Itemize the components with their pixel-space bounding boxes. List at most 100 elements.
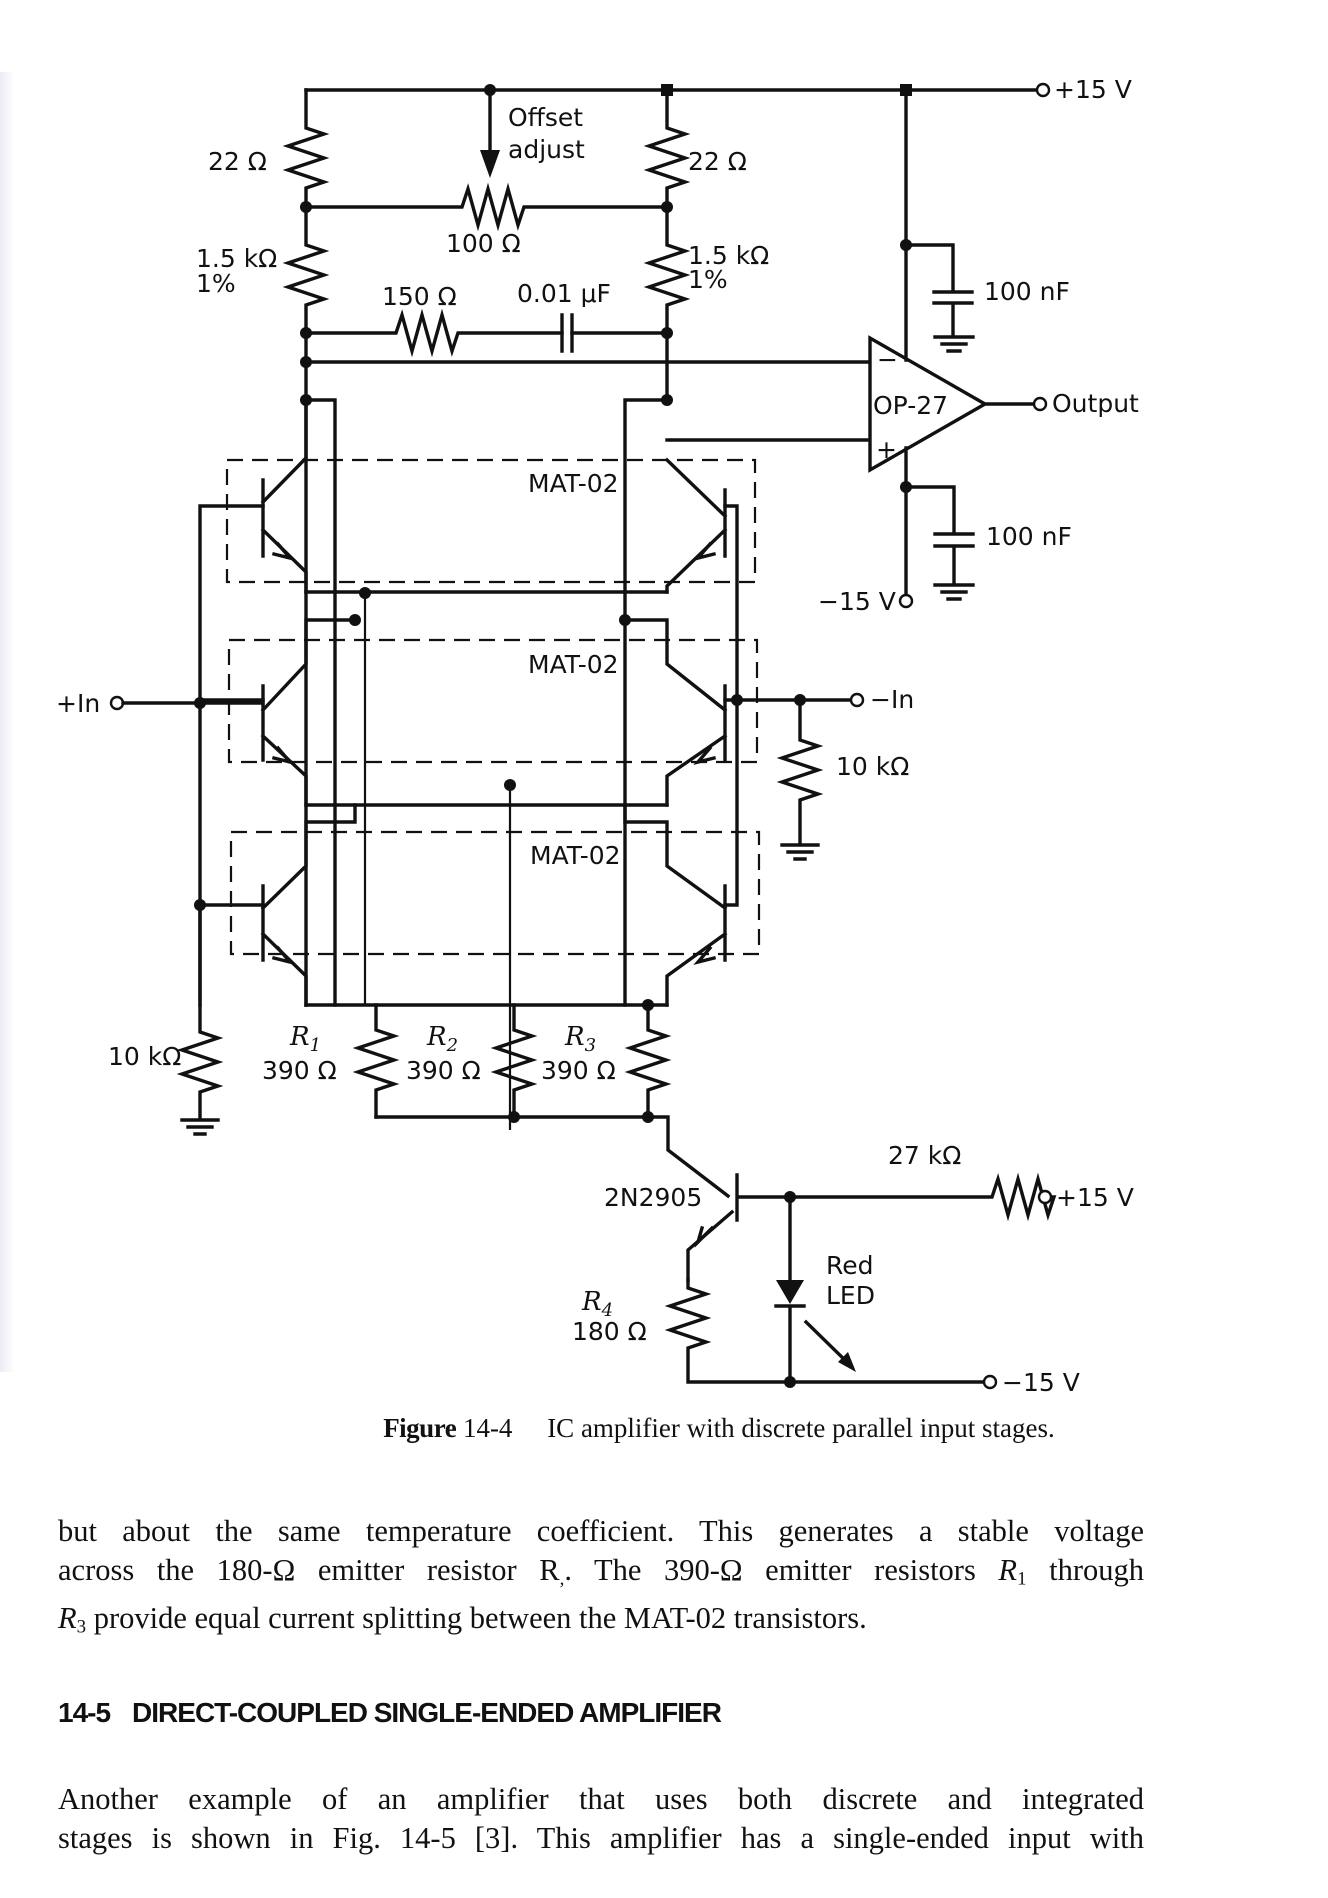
paragraph-2-line-2: stages is shown in Fig. 14-5 [3]. This a…	[58, 1821, 1144, 1855]
figure-caption: Figure 14-4 IC amplifier with discrete p…	[0, 1413, 1328, 1444]
label-r-bias: 27 kΩ	[888, 1141, 961, 1170]
label-r4-name: R4	[581, 1287, 613, 1321]
label-r-in-left: 10 kΩ	[108, 1042, 181, 1071]
paragraph-2-line-1: Another example of an amplifier that use…	[58, 1782, 1144, 1816]
wiper-arrow-icon	[480, 150, 500, 178]
label-r-mid-right: 1.5 kΩ	[688, 241, 769, 270]
label-c-bypass-bottom: 100 nF	[986, 522, 1072, 551]
label-c-bypass-top: 100 nF	[984, 277, 1070, 306]
text-sub: 3	[76, 1616, 87, 1638]
junction-dot	[300, 327, 312, 339]
junction-dot	[661, 394, 673, 406]
junction-dot	[784, 1376, 796, 1388]
label-opamp-minus: −	[877, 345, 898, 374]
resistor-r1	[352, 1003, 400, 1119]
transistor-pair-2-left	[198, 618, 357, 807]
label-r-mid-right-tol: 1%	[688, 265, 728, 294]
terminal-vpos-top	[1035, 82, 1051, 98]
resistor-r3	[624, 1003, 672, 1119]
paragraph-1-line-3: R3 provide equal current splitting betwe…	[58, 1599, 1144, 1647]
junction-dot	[661, 201, 673, 213]
section-title: DIRECT-COUPLED SINGLE-ENDED AMPLIFIER	[132, 1697, 722, 1728]
wire-r-common	[374, 1115, 731, 1199]
label-r-top-right: 22 Ω	[688, 147, 747, 176]
var-r1: R	[998, 1553, 1018, 1587]
label-offset: Offset	[508, 103, 583, 132]
terminal-output	[1032, 396, 1048, 412]
transistor-pair-1-left	[198, 398, 308, 1007]
paragraph-1-line-2: across the 180-Ω emitter resistor R,. Th…	[58, 1551, 1144, 1599]
wire-right-collector-top	[623, 398, 669, 1007]
wire-bypass-bottom	[904, 485, 975, 601]
resistor-10k-right	[776, 698, 824, 861]
label-opamp: OP-27	[873, 391, 948, 420]
text-span: provide equal current splitting between …	[86, 1600, 867, 1635]
label-r1-value: 390 Ω	[262, 1056, 337, 1085]
junction-dot	[661, 327, 673, 339]
transistor-pair-3-left	[198, 803, 357, 1007]
mat02-package-2	[227, 638, 759, 764]
label-c-comp: 0.01 μF	[517, 279, 611, 308]
label-r-mid-left: 1.5 kΩ	[196, 244, 277, 273]
led-cathode	[774, 1304, 806, 1384]
junction-dot	[300, 356, 312, 368]
label-opamp-plus: +	[876, 435, 897, 464]
label-transistor: 2N2905	[604, 1183, 702, 1212]
label-r4-value: 180 Ω	[572, 1317, 647, 1346]
resistor-10k-left	[176, 903, 224, 1136]
text-span: across the 180-Ω emitter resistor R	[58, 1553, 560, 1587]
label-led-2: LED	[826, 1281, 875, 1310]
terminal-in-plus	[109, 695, 125, 711]
potentiometer-100-ohm	[304, 182, 669, 232]
junction-dot	[349, 614, 361, 626]
junction-dot	[900, 481, 912, 493]
transistor-pair-3-right	[623, 698, 739, 1007]
paragraph-1: but about the same temperature coefficie…	[58, 1512, 1144, 1646]
opamp-op27	[868, 335, 989, 473]
resistor-r2	[490, 1003, 538, 1119]
capacitor-0-01uF	[560, 313, 574, 353]
label-pot-value: 100 Ω	[446, 229, 521, 258]
mat02-package-3	[229, 830, 761, 956]
terminal-in-minus	[849, 692, 865, 708]
text-sub: ,	[559, 1568, 565, 1590]
junction-dot	[619, 614, 631, 626]
label-r-top-left: 22 Ω	[208, 147, 267, 176]
label-adjust: adjust	[508, 135, 585, 164]
label-vpos-top: +15 V	[1054, 75, 1132, 104]
wire-left-collector-top	[304, 398, 337, 1007]
led-diode-icon	[776, 1280, 804, 1304]
label-r3-value: 390 Ω	[541, 1056, 616, 1085]
label-vneg-opamp: −15 V	[818, 587, 896, 616]
label-in-minus: −In	[870, 685, 914, 714]
terminal-vpos-bias	[1037, 1189, 1053, 1205]
text-sub: 1	[1017, 1568, 1027, 1590]
figure-number: 14-4	[462, 1413, 513, 1443]
label-mat02-1: MAT-02	[528, 469, 619, 498]
label-r1-name: R1	[289, 1022, 321, 1056]
label-r2-value: 390 Ω	[406, 1056, 481, 1085]
label-output: Output	[1052, 389, 1139, 418]
section-number: 14-5	[58, 1697, 111, 1728]
junction-dot	[194, 697, 206, 709]
label-mat02-3: MAT-02	[530, 841, 621, 870]
wire-compensation	[304, 308, 669, 358]
label-in-plus: +In	[56, 689, 100, 718]
mat02-package-1	[225, 458, 757, 584]
junction-dot	[508, 1111, 520, 1123]
label-vneg-bottom: −15 V	[1002, 1368, 1080, 1397]
terminal-vneg-bottom	[982, 1374, 998, 1390]
label-r3-name: R3	[564, 1022, 596, 1056]
label-r2-name: R2	[426, 1022, 458, 1056]
transistor-2n2905	[686, 1172, 1057, 1282]
junction-dot	[642, 1111, 654, 1123]
text-span: . The 390-Ω emitter resistors	[564, 1553, 999, 1587]
paragraph-2: Another example of an amplifier that use…	[58, 1780, 1144, 1858]
label-mat02-2: MAT-02	[528, 650, 619, 679]
terminal-vneg-opamp	[898, 593, 914, 609]
label-r-in-right: 10 kΩ	[836, 752, 909, 781]
junction-dot	[300, 201, 312, 213]
wire-bypass-top	[904, 243, 975, 353]
figure-caption-text: IC amplifier with discrete parallel inpu…	[547, 1413, 1055, 1443]
text-span: through	[1026, 1553, 1144, 1587]
